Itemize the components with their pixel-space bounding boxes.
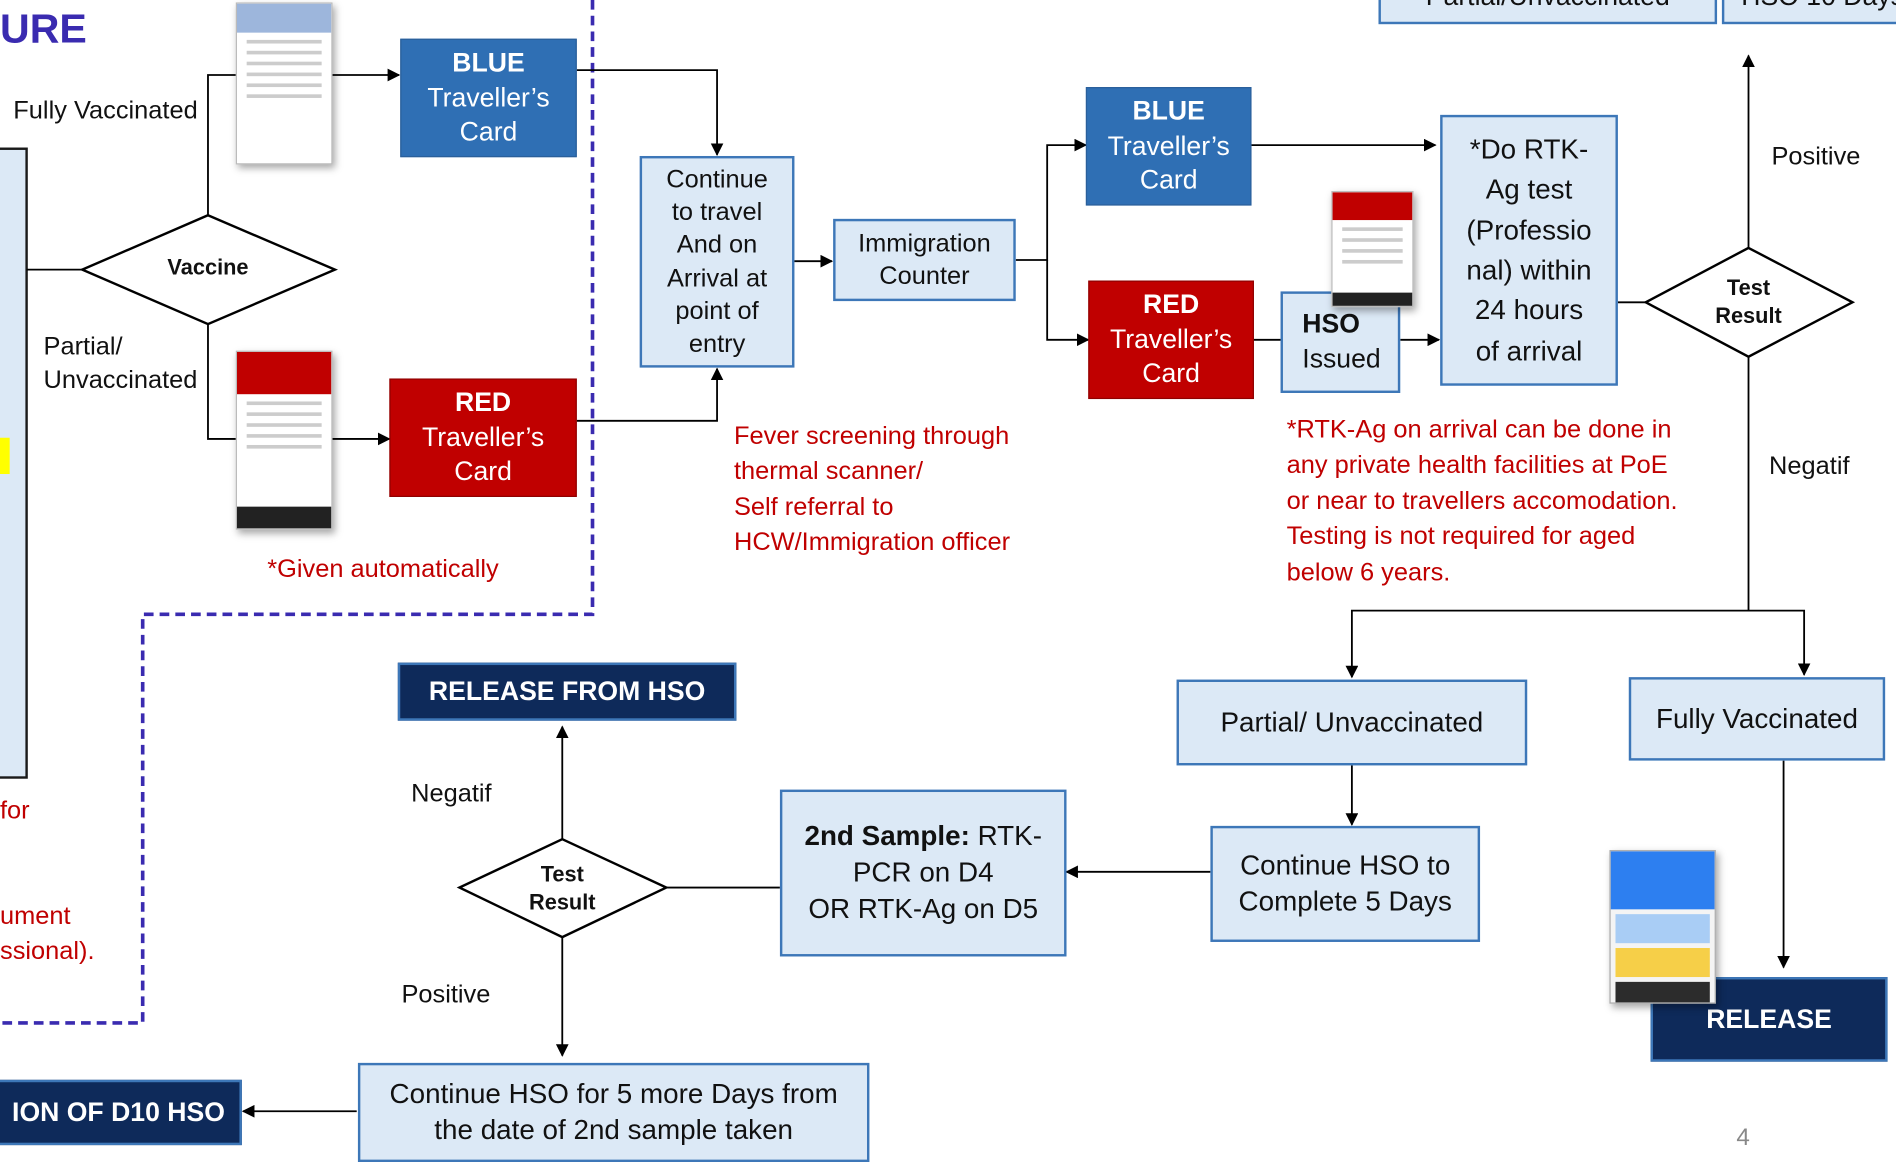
negatif-label-right: Negatif [1769, 452, 1850, 481]
vaccine-decision: Vaccine [167, 255, 249, 280]
page-number: 4 [1736, 1124, 1750, 1152]
partial-unvaccinated-label: Partial/ Unvaccinated [43, 332, 198, 395]
fever-screening-note: Fever screening through thermal scanner/… [733, 422, 1011, 557]
left-note-for: for [0, 796, 30, 825]
red-travellers-card: RED Traveller’s Card [389, 378, 577, 497]
blue-travellers-card-arrival: BLUE Traveller’s Card [1085, 87, 1252, 206]
release-from-hso-box: RELEASE FROM HSO [397, 662, 737, 721]
mysejahtera-app-icon [1609, 850, 1716, 1004]
table-cell-hso-10-days: HSO 10 Days [1721, 0, 1896, 25]
page-title: URE [0, 6, 87, 52]
home-surveillance-order-icon [1331, 191, 1414, 308]
given-automatically-note: *Given automatically [267, 555, 499, 583]
continue-hso-more-days-box: Continue HSO for 5 more Days from the da… [357, 1062, 870, 1162]
table-cell-partial-unvaccinated: Partial/Unvaccinated [1378, 0, 1718, 25]
left-note-ument: ument [0, 902, 71, 930]
positive-label-bottom: Positive [401, 980, 491, 1009]
continue-travel-box: Continue to travel And on Arrival at poi… [639, 155, 795, 368]
left-note-ssional: ssional). [0, 937, 95, 965]
fully-vaccinated-box: Fully Vaccinated [1628, 677, 1886, 761]
test-result-decision-bottom: Test Result [529, 862, 596, 915]
red-travellers-card-arrival: RED Traveller’s Card [1088, 280, 1254, 400]
hso-issued-box: HSO Issued [1280, 291, 1401, 393]
travellers-card-document-icon [235, 2, 333, 165]
partial-unvaccinated-box: Partial/ Unvaccinated [1176, 679, 1528, 766]
test-result-decision-right: Test Result [1715, 275, 1782, 329]
continue-hso-5-days-box: Continue HSO to Complete 5 Days [1210, 825, 1481, 942]
rtk-ag-arrival-note: *RTK-Ag on arrival can be done in any pr… [1286, 415, 1678, 586]
completion-d10-hso-box: ION OF D10 HSO [0, 1079, 242, 1146]
blue-travellers-card: BLUE Traveller’s Card [400, 38, 577, 158]
rtk-ag-test-box: *Do RTK- Ag test (Professio nal) within … [1440, 114, 1618, 386]
immigration-counter-box: Immigration Counter [833, 218, 1016, 302]
second-sample-box: 2nd Sample: RTK- PCR on D4 OR RTK-Ag on … [779, 789, 1067, 957]
negatif-label-bottom: Negatif [411, 779, 492, 808]
positive-label-right: Positive [1771, 142, 1861, 171]
fully-vaccinated-label: Fully Vaccinated [13, 96, 198, 125]
home-surveillance-order-icon [235, 350, 333, 530]
